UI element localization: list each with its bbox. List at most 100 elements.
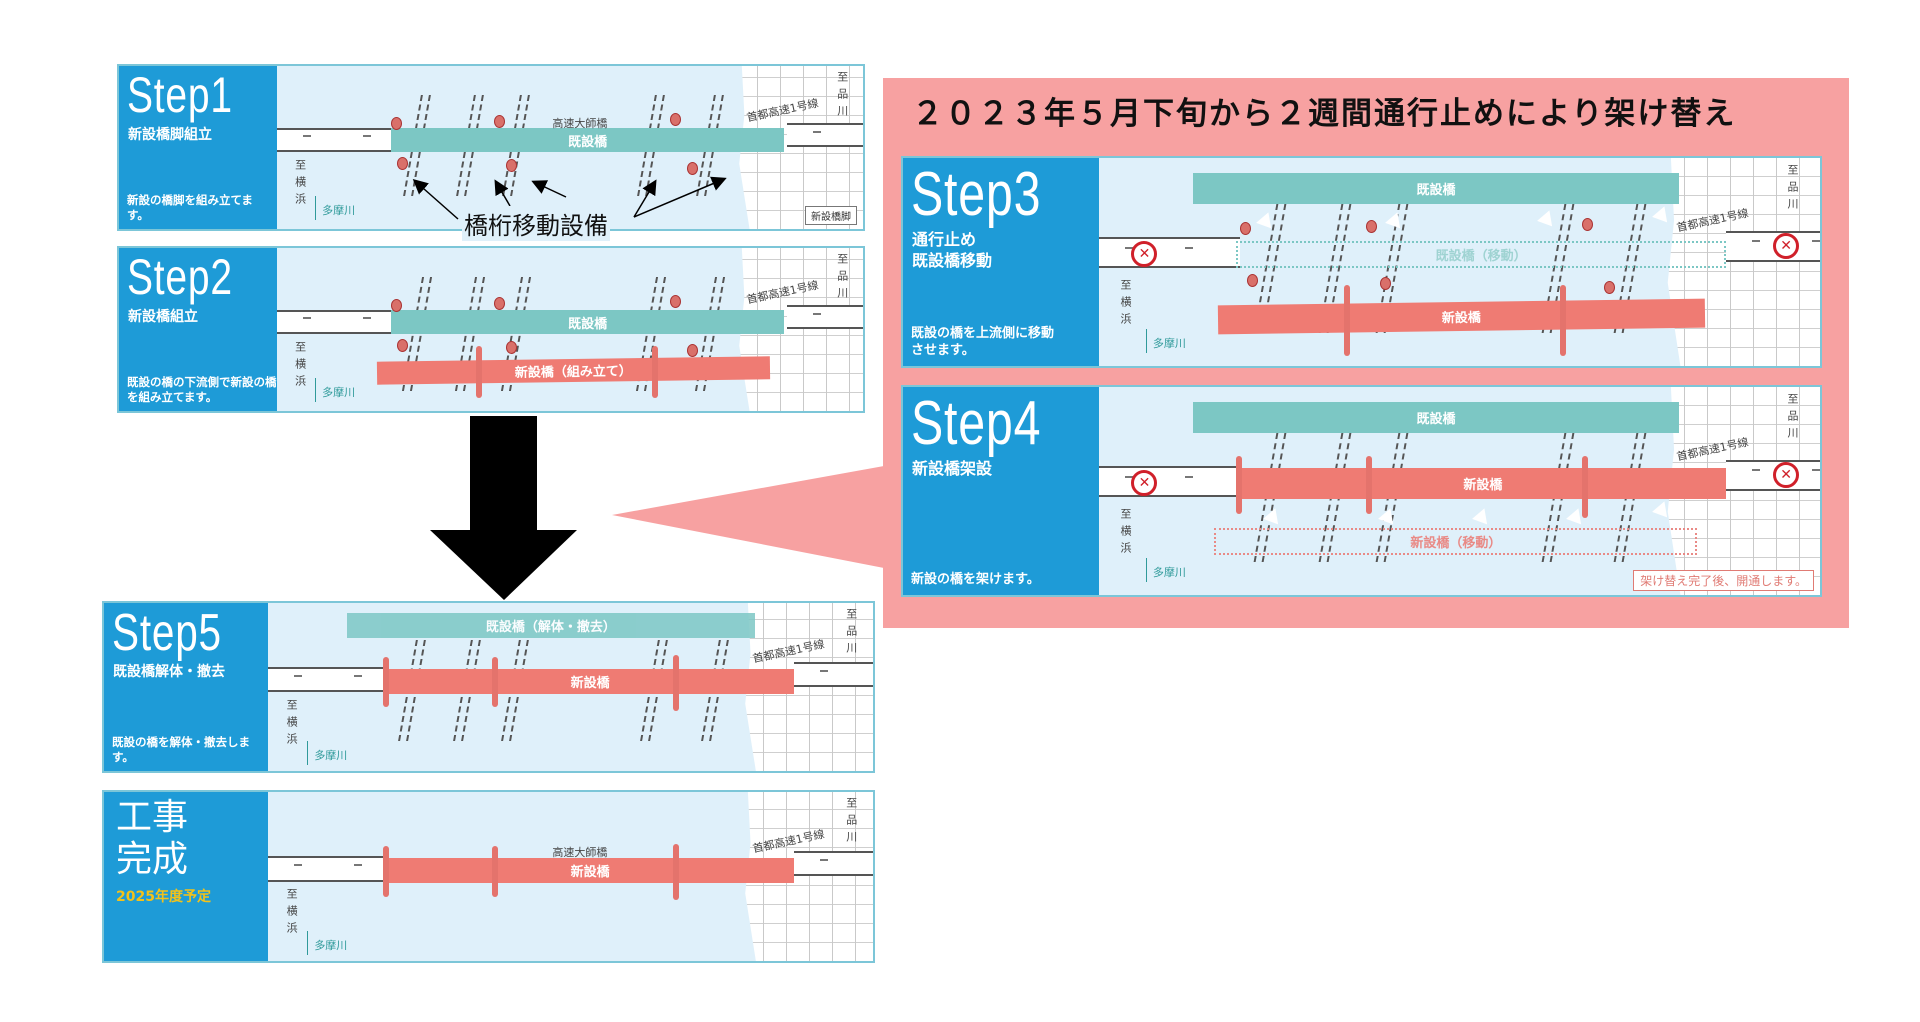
move-up-arrow-icon — [1652, 203, 1673, 223]
new-pier-marker — [1365, 220, 1377, 234]
new-pier — [1560, 284, 1567, 356]
tamagawa-label: 多摩川 — [1145, 557, 1186, 582]
road — [786, 305, 863, 330]
tamagawa-label: 多摩川 — [1145, 328, 1186, 353]
new-bridge-bar: 新設橋 — [1217, 298, 1705, 335]
road — [794, 851, 873, 877]
step5-label: Step5 — [112, 604, 222, 662]
move-up-arrow-icon — [1471, 505, 1492, 524]
moving-bridge-outline: 新設橋（移動） — [1214, 528, 1698, 556]
new-pier-marker — [1239, 222, 1251, 236]
to-shinagawa-label: 至品川 — [1785, 164, 1799, 216]
step4-description: 新設の橋を架けます。 — [911, 572, 1040, 588]
legend: 新設橋脚 — [805, 206, 857, 225]
new-pier-marker — [669, 295, 681, 309]
step3-label: Step3 — [911, 160, 1042, 229]
panel-step2: Step2 新設橋組立 既設の橋の下流側で新設の橋を組み立てます。 至横浜多摩川… — [117, 246, 865, 413]
complete-label-1: 工事 — [116, 797, 189, 838]
new-pier-marker — [687, 162, 699, 176]
existing-bridge-bar: 既設橋 — [1192, 172, 1680, 204]
new-pier — [476, 345, 483, 398]
completion-note: 架け替え完了後、開通します。 — [1633, 570, 1814, 591]
step2-sidebar: Step2 新設橋組立 既設の橋の下流側で新設の橋を組み立てます。 — [119, 248, 277, 411]
new-pier — [652, 345, 659, 398]
new-pier — [1235, 455, 1242, 514]
tamagawa-label: 多摩川 — [307, 930, 347, 955]
new-pier-marker — [493, 114, 505, 128]
road — [794, 661, 873, 687]
to-yokohama-label: 至横浜 — [293, 340, 307, 392]
closure-title: ２０２３年５月下旬から２週間通行止めにより架け替え — [912, 96, 1737, 132]
step5-description: 既設の橋を解体・撤去します。 — [112, 735, 250, 765]
new-bridge-bar: 新設橋 — [385, 668, 795, 694]
new-pier-marker — [669, 113, 681, 127]
step2-diagram: 至横浜多摩川首都高速1号線至品川既設橋新設橋（組み立て） — [277, 248, 863, 411]
new-bridge-bar: 新設橋 — [1239, 468, 1727, 500]
new-pier — [1365, 455, 1372, 514]
new-pier-marker — [687, 344, 699, 358]
road — [1099, 466, 1240, 498]
to-yokohama-label: 至横浜 — [285, 698, 299, 750]
moving-bridge-outline: 既設橋（移動） — [1235, 241, 1727, 269]
step3-diagram: 至横浜多摩川首都高速1号線至品川既設橋既設橋（移動）新設橋✕✕ — [1099, 158, 1820, 366]
new-bridge-bar: 新設橋（組み立て） — [376, 356, 770, 385]
new-pier-marker — [397, 339, 409, 353]
complete-schedule: 2025年度予定 — [116, 889, 211, 905]
to-shinagawa-label: 至品川 — [835, 70, 849, 122]
panel-step3: Step3 通行止め 既設橋移動 既設の橋を上流側に移動させます。 至横浜多摩川… — [901, 156, 1822, 368]
step5-sidebar: Step5 既設橋解体・撤去 既設の橋を解体・撤去します。 — [104, 603, 268, 771]
road — [277, 127, 392, 153]
step2-label: Step2 — [127, 249, 233, 305]
road — [268, 666, 386, 693]
new-pier-marker — [505, 340, 517, 354]
existing-bridge-bar: 既設橋 — [391, 127, 784, 153]
complete-diagram: 至横浜多摩川首都高速1号線至品川新設橋高速大師橋 — [268, 792, 873, 961]
step3-subtitle-2: 既設橋移動 — [912, 251, 993, 270]
new-pier — [1344, 284, 1351, 356]
panel-step4: Step4 新設橋架設 新設の橋を架けます。 至横浜多摩川首都高速1号線至品川既… — [901, 385, 1822, 597]
step3-description: 既設の橋を上流側に移動させます。 — [911, 326, 1055, 359]
tamagawa-label: 多摩川 — [307, 740, 347, 765]
step1-description: 新設の橋脚を組み立てます。 — [127, 193, 253, 223]
to-shinagawa-label: 至品川 — [844, 797, 858, 849]
to-shinagawa-label: 至品川 — [844, 608, 858, 660]
step3-sidebar: Step3 通行止め 既設橋移動 既設の橋を上流側に移動させます。 — [903, 158, 1099, 366]
new-pier-marker — [493, 296, 505, 310]
new-pier-marker — [505, 158, 517, 172]
complete-sidebar: 工事 完成 2025年度予定 — [104, 792, 268, 961]
step4-diagram: 至横浜多摩川首都高速1号線至品川既設橋新設橋新設橋（移動）✕✕架け替え完了後、開… — [1099, 387, 1820, 595]
tamagawa-label: 多摩川 — [315, 196, 355, 221]
step1-label: Step1 — [127, 67, 233, 123]
existing-bridge-bar: 既設橋（解体・撤去） — [346, 613, 756, 639]
new-pier — [382, 846, 389, 897]
step2-subtitle: 新設橋組立 — [128, 309, 198, 325]
complete-label-2: 完成 — [116, 839, 189, 880]
to-shinagawa-label: 至品川 — [1785, 393, 1799, 445]
new-bridge-bar: 新設橋 — [385, 857, 795, 884]
step3-subtitle-1: 通行止め — [912, 230, 977, 249]
panel-step1: Step1 新設橋脚組立 新設の橋脚を組み立てます。 至横浜多摩川首都高速1号線… — [117, 64, 865, 231]
existing-bridge-bar: 既設橋 — [1192, 401, 1680, 433]
new-pier — [491, 846, 498, 897]
no-entry-icon: ✕ — [1131, 470, 1158, 497]
new-pier-marker — [391, 116, 403, 130]
new-pier-marker — [1380, 276, 1392, 290]
map-land-area — [1667, 158, 1820, 366]
no-entry-icon: ✕ — [1773, 232, 1800, 259]
panel-complete: 工事 完成 2025年度予定 至横浜多摩川首都高速1号線至品川新設橋高速大師橋 — [102, 790, 875, 963]
step4-sidebar: Step4 新設橋架設 新設の橋を架けます。 — [903, 387, 1099, 595]
new-pier-marker — [1603, 280, 1615, 294]
new-pier — [1582, 455, 1589, 519]
step5-diagram: 至横浜多摩川首都高速1号線至品川既設橋（解体・撤去）新設橋 — [268, 603, 873, 771]
to-yokohama-label: 至横浜 — [1119, 278, 1133, 330]
step4-label: Step4 — [911, 389, 1042, 458]
new-pier — [673, 655, 680, 711]
to-yokohama-label: 至横浜 — [285, 888, 299, 940]
new-pier — [382, 656, 389, 708]
to-yokohama-label: 至横浜 — [1119, 507, 1133, 559]
step2-description: 既設の橋の下流側で新設の橋を組み立てます。 — [127, 375, 277, 405]
step1-diagram: 至横浜多摩川首都高速1号線至品川既設橋高速大師橋新設橋脚 — [277, 66, 863, 229]
tamagawa-label: 多摩川 — [315, 378, 355, 403]
bridge-name-label: 高速大師橋 — [552, 846, 608, 860]
